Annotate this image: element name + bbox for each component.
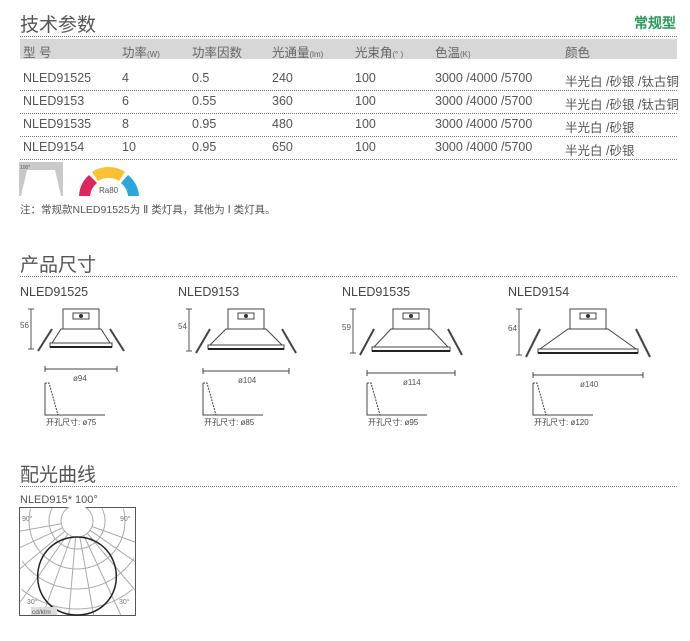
diameter-dimension: ø140 (580, 380, 599, 389)
product-drawing (28, 308, 125, 416)
table-cell: 240 (272, 71, 293, 85)
table-cell: 100 (355, 140, 376, 154)
table-cell: 650 (272, 140, 293, 154)
diameter-dimension: ø114 (403, 378, 421, 387)
table-cell: 0.5 (192, 71, 210, 85)
header-beam: 光束角(° ) (355, 46, 404, 60)
section-title-specs: 技术参数 (20, 15, 97, 36)
table-cell: 10 (122, 140, 136, 154)
section-title-light-curve: 配光曲线 (20, 465, 97, 486)
table-row: NLED9154 10 0.95 650 100 3000 /4000 /5700 半光白 … (20, 136, 677, 160)
product-drawing (516, 308, 651, 416)
table-cell: 3000 /4000 /5700 (435, 71, 533, 85)
product-drawing (186, 308, 297, 416)
cutout-size: 开孔尺寸: ø75 (46, 418, 97, 427)
header-pf: 功率因数 (192, 46, 243, 60)
table-cell: 3000 /4000 /5700 (435, 117, 533, 131)
table-row: NLED91535 8 0.95 480 100 3000 /4000 /5700 半光白 … (20, 113, 677, 137)
diameter-dimension: ø104 (238, 376, 257, 385)
height-dimension: 56 (20, 321, 29, 330)
product-model: NLED91535 (342, 285, 411, 299)
height-dimension: 54 (178, 322, 187, 331)
table-cell: NLED9154 (23, 140, 85, 154)
type-label: 常规型 (634, 15, 676, 31)
table-cell: 6 (122, 94, 129, 108)
svg-text:90°: 90° (120, 515, 131, 523)
divider (20, 36, 677, 37)
note: 注：常规款NLED91525为 Ⅱ 类灯具，其他为 Ⅰ 类灯具。 (20, 204, 276, 216)
svg-text:Ra80: Ra80 (99, 186, 119, 195)
height-dimension: 64 (508, 324, 517, 333)
cutout-size: 开孔尺寸: ø95 (368, 418, 419, 427)
table-cell: 8 (122, 117, 129, 131)
table-cell: 100 (355, 117, 376, 131)
polar-title: NLED915* 100° (20, 494, 98, 506)
table-cell: 0.55 (192, 94, 217, 108)
table-cell: 0.95 (192, 140, 217, 154)
height-dimension: 59 (342, 323, 351, 332)
header-model: 型 号 (23, 46, 52, 60)
product-model: NLED9154 (508, 285, 570, 299)
header-flux: 光通量(lm) (272, 46, 324, 60)
header-color: 颜色 (565, 46, 591, 60)
diameter-dimension: ø94 (73, 374, 87, 383)
table-cell: 半光白 /砂银 /钛古铜 (565, 98, 679, 112)
table-cell: 4 (122, 71, 129, 85)
svg-text:30°: 30° (119, 598, 130, 606)
ra-gauge-icon: Ra80 (79, 167, 139, 196)
table-cell: 100 (355, 94, 376, 108)
svg-text:90°: 90° (22, 515, 33, 523)
product-drawing (350, 308, 463, 416)
table-cell: 360 (272, 94, 293, 108)
divider (20, 486, 677, 487)
divider (20, 276, 677, 277)
polar-diagram: 90° 90° 30° 30° cd/klm (19, 507, 136, 616)
table-cell: 100 (355, 71, 376, 85)
table-header: 型 号 功率(W) 功率因数 光通量(lm) 光束角(° ) 色温(K) 颜色 (20, 39, 677, 60)
svg-text:cd/klm: cd/klm (32, 609, 51, 616)
table-cell: 0.95 (192, 117, 217, 131)
table-cell: NLED91525 (23, 71, 92, 85)
svg-text:100°: 100° (20, 165, 30, 171)
product-model: NLED91525 (20, 285, 89, 299)
table-row: NLED91525 4 0.5 240 100 3000 /4000 /5700 半光白 /… (20, 67, 679, 91)
table-cell: 480 (272, 117, 293, 131)
table-cell: 3000 /4000 /5700 (435, 94, 533, 108)
header-cct: 色温(K) (435, 46, 471, 60)
light-distribution-curve (37, 536, 117, 616)
product-model: NLED9153 (178, 285, 240, 299)
table-row: NLED9153 6 0.55 360 100 3000 /4000 /5700 半光白 /… (20, 90, 679, 114)
svg-text:30°: 30° (27, 598, 38, 606)
table-cell: 半光白 /砂银 (565, 144, 635, 158)
header-power: 功率(W) (122, 46, 160, 60)
table-cell: NLED9153 (23, 94, 85, 108)
table-cell: NLED91535 (23, 117, 92, 131)
cutout-size: 开孔尺寸: ø85 (204, 418, 255, 427)
table-cell: 半光白 /砂银 /钛古铜 (565, 75, 679, 89)
section-title-dimensions: 产品尺寸 (20, 255, 97, 276)
beam-angle-icon: 100° (19, 162, 63, 196)
table-cell: 3000 /4000 /5700 (435, 140, 533, 154)
table-cell: 半光白 /砂银 (565, 121, 635, 135)
cutout-size: 开孔尺寸: ø120 (534, 418, 589, 427)
